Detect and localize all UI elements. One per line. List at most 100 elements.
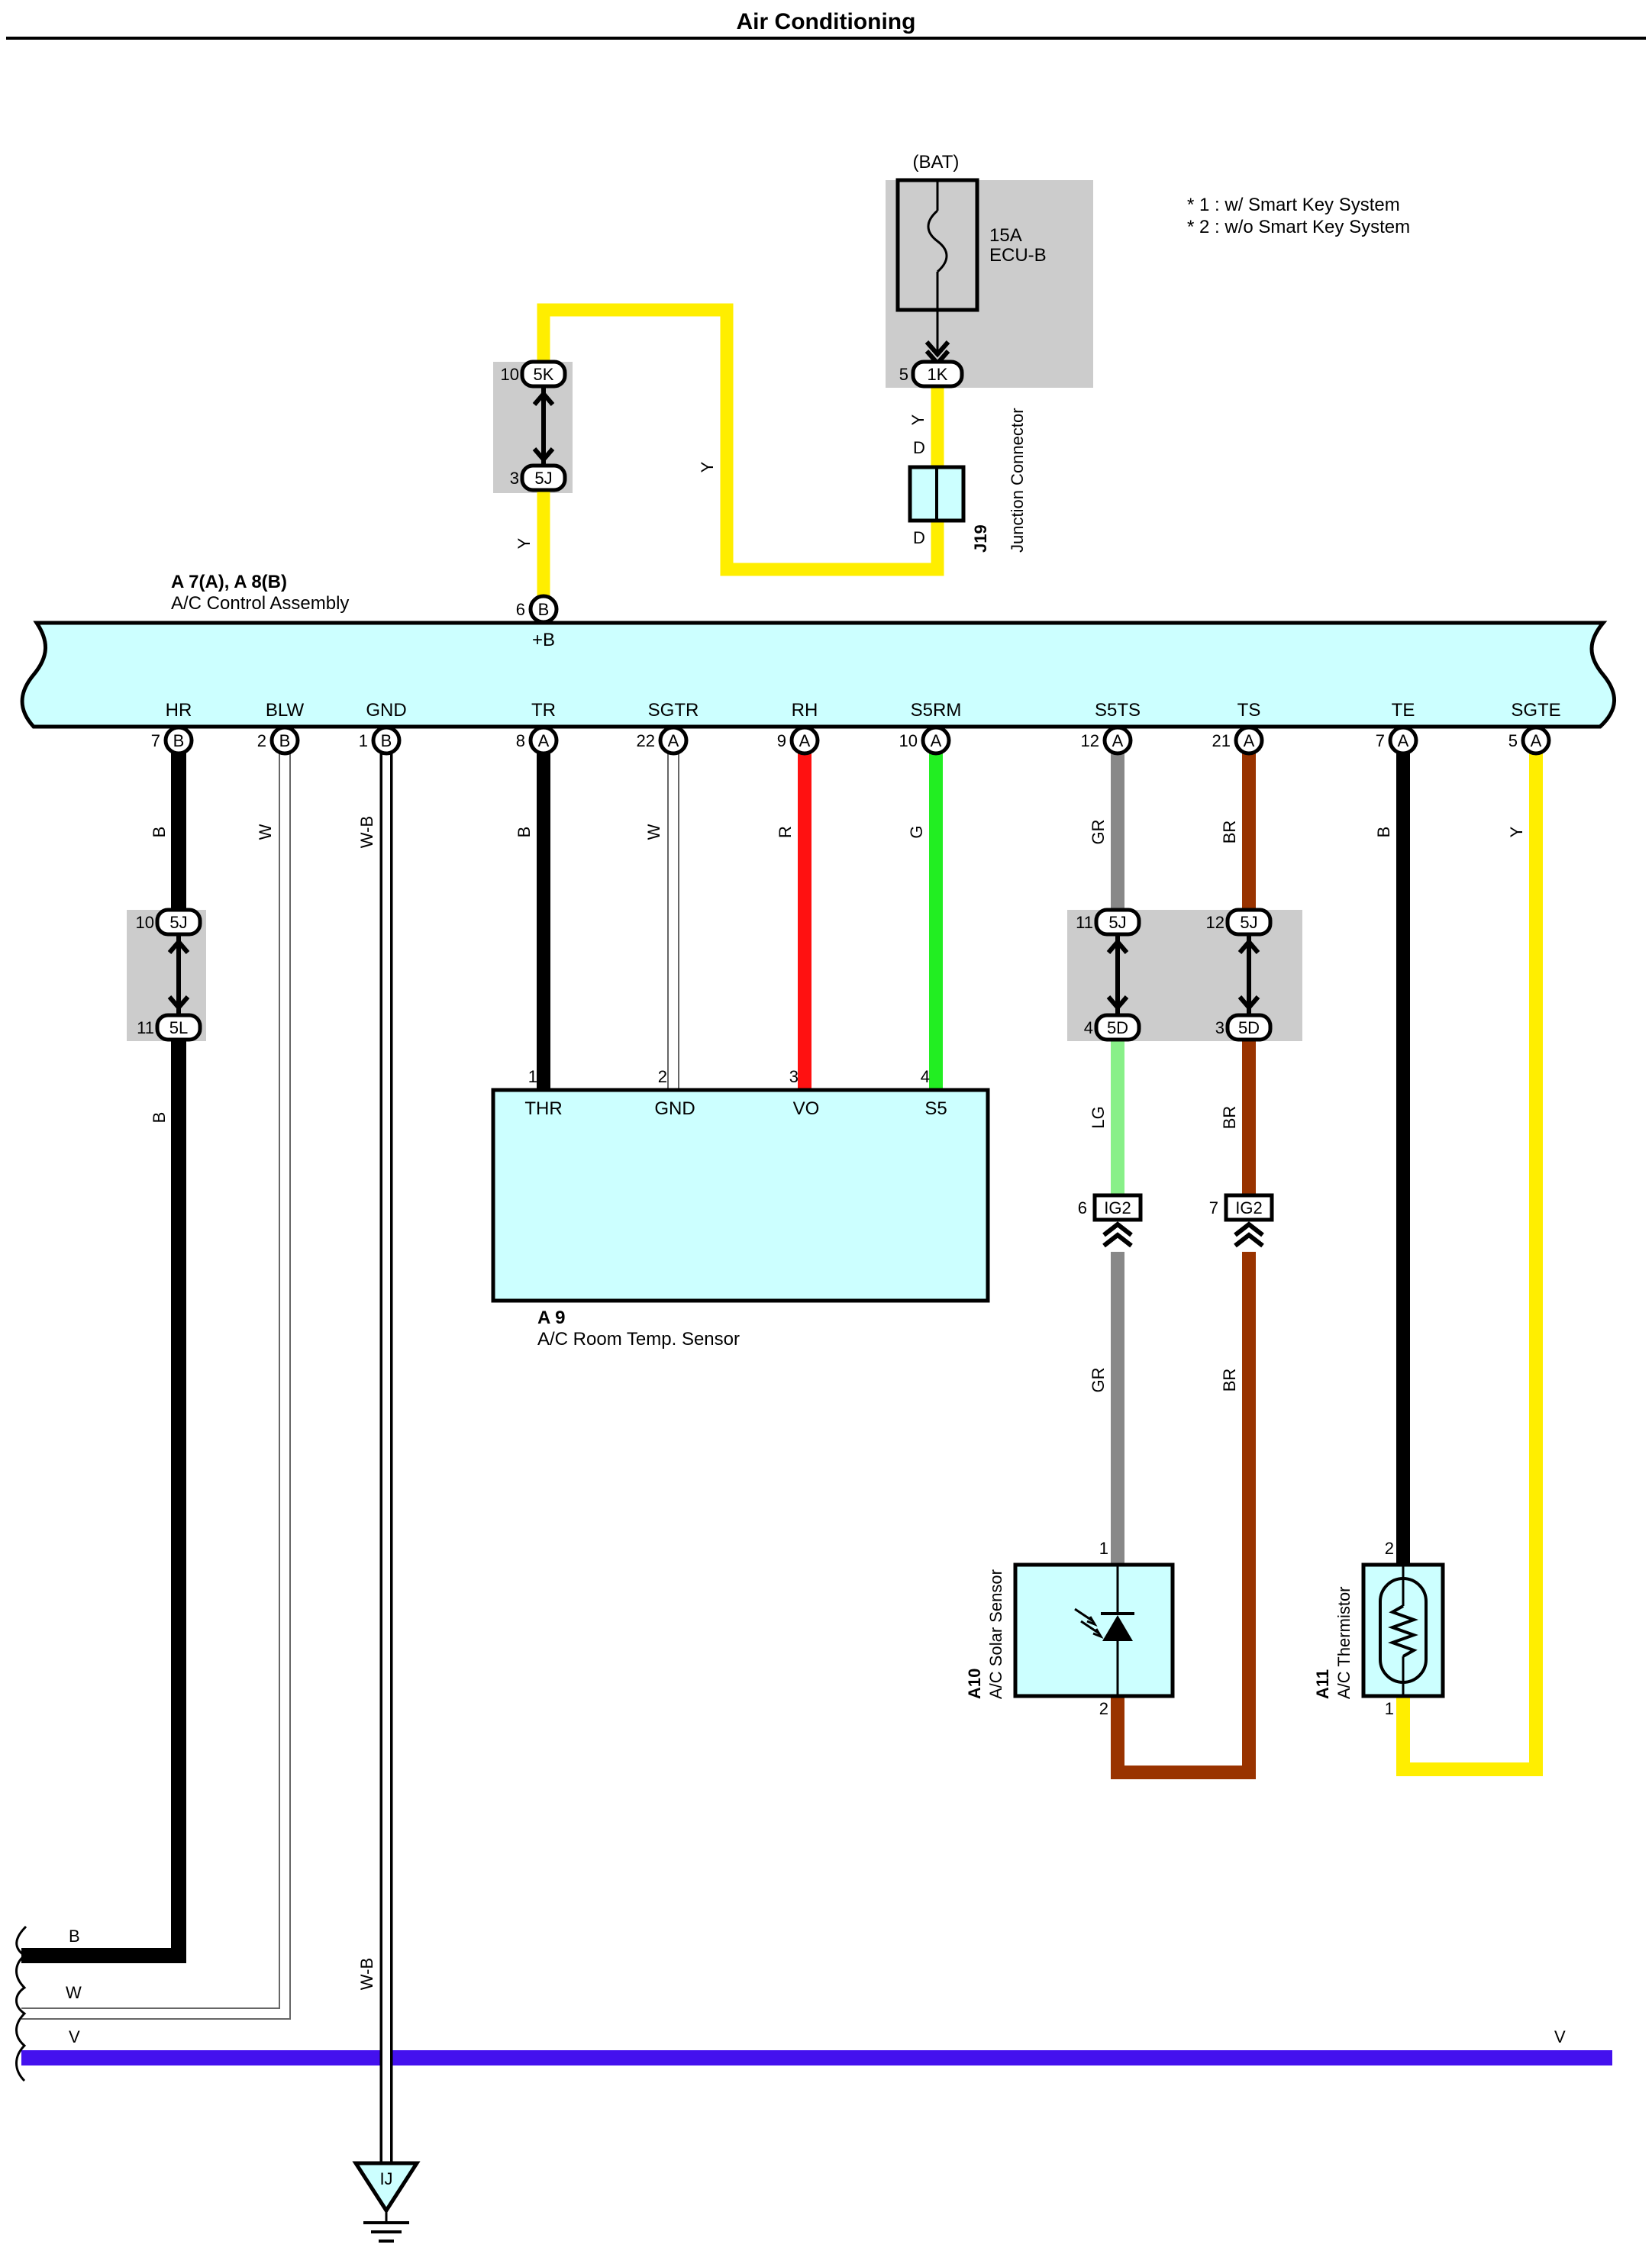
terminal-wire-color: G: [907, 825, 926, 838]
j19-pin-top: D: [913, 438, 925, 457]
terminal-label: GND: [366, 700, 406, 721]
fuse-rating: 15A: [989, 225, 1022, 246]
wire-after-label: BR: [1220, 1369, 1239, 1392]
terminal-wire-color: BR: [1220, 821, 1239, 844]
terminal-connector: [371, 725, 402, 756]
terminal-connector: [1388, 725, 1418, 756]
connector-5l: [155, 1013, 202, 1042]
terminal-connector: [921, 725, 951, 756]
terminal-label: SGTR: [648, 700, 699, 721]
terminal-connector-label: A: [1244, 731, 1255, 750]
ground-triangle: [352, 2161, 421, 2214]
arrow-up-icon: [532, 390, 555, 406]
chevron-up-icon: [1102, 1221, 1133, 1248]
thermistor-pin-top: 2: [1385, 1539, 1394, 1558]
connector-5j-upper: [520, 463, 567, 492]
connector-5j-upper-label: 5J: [534, 469, 552, 488]
terminal-wire-color: B: [1374, 827, 1393, 838]
room-sensor-pin-num: 2: [658, 1067, 667, 1086]
control-terminal-gnd: GND 1 B W-B: [357, 700, 407, 848]
thermistor-name: A/C Thermistor: [1334, 1586, 1354, 1699]
solar-sensor-name: A/C Solar Sensor: [986, 1569, 1005, 1699]
control-terminal-tr: TR 8 A B: [515, 700, 559, 838]
wire-sgte-yellow: [1396, 753, 1543, 1776]
control-terminal-hr: HR 7 B B: [150, 700, 194, 837]
terminal-connector: [528, 725, 559, 756]
splice-wire-below: BR: [1220, 1106, 1239, 1130]
upper-splice-top-pin: 10: [501, 365, 519, 384]
arrow-down-icon: [1237, 995, 1260, 1011]
splice-wire-below: LG: [1089, 1106, 1108, 1128]
wire-y-loop: [537, 303, 944, 576]
terminal-connector-label: B: [279, 731, 291, 750]
arrow-down-icon: [167, 995, 190, 1011]
ig-pin: 7: [1209, 1198, 1218, 1217]
light-rays-icon: [1074, 1608, 1104, 1640]
solar-pin-top: 1: [1099, 1539, 1108, 1558]
room-sensor-name: A/C Room Temp. Sensor: [537, 1329, 740, 1350]
terminal-connector-label: A: [538, 731, 550, 750]
connector-5d-label: 5D: [1238, 1018, 1260, 1037]
terminal-wire-color: B: [515, 827, 534, 838]
room-sensor-pin-num: 3: [789, 1067, 799, 1086]
terminal-connector-label: A: [799, 731, 811, 750]
terminal-pin: 10: [899, 731, 918, 750]
note-2: * 2 : w/o Smart Key System: [1187, 217, 1410, 237]
control-assembly-name: A/C Control Assembly: [171, 593, 349, 614]
connector-5j-hr-label: 5J: [169, 913, 187, 932]
control-terminal-blw: BLW 2 B W: [256, 700, 304, 840]
wire-hr-black-lower: [21, 1037, 186, 1963]
terminal-connector: [789, 725, 820, 756]
connector-5j-label: 5J: [1108, 913, 1126, 932]
fuse-icon: [927, 209, 948, 273]
title-rule: [6, 37, 1646, 40]
connector-1k: [911, 360, 964, 389]
terminal-label: BLW: [266, 700, 305, 721]
photodiode-icon: [1102, 1615, 1133, 1641]
terminal-pin: 22: [637, 731, 655, 750]
room-sensor-pin-num: 1: [528, 1067, 537, 1086]
terminal-label: S5RM: [911, 700, 962, 721]
ts-splice: 12 5J 3 5D BR 7 IG2 BR: [1206, 908, 1274, 1392]
terminal-label: RH: [792, 700, 818, 721]
control-terminal-rh: RH 9 A R: [776, 700, 820, 838]
solar-sensor-id: A10: [965, 1669, 984, 1699]
terminal-connector: [163, 725, 194, 756]
terminal-connector: [1521, 725, 1551, 756]
splice-bottom-pin: 4: [1084, 1018, 1093, 1037]
terminal-wire-color: GR: [1089, 820, 1108, 845]
splice-top-pin: 12: [1206, 913, 1224, 932]
plusb-connector-label: B: [538, 600, 550, 619]
control-terminal-sgtr: SGTR 22 A W: [637, 700, 699, 840]
hr-wire-below: B: [150, 1112, 169, 1124]
connector-ig2: [1092, 1193, 1143, 1222]
chevron-up-icon: [1234, 1221, 1264, 1248]
note-1: * 1 : w/ Smart Key System: [1187, 195, 1400, 215]
terminal-wire-color: R: [776, 826, 795, 838]
wire-blw-white-core: [21, 753, 289, 2018]
room-sensor-id: A 9: [537, 1308, 565, 1328]
connector-5d: [1094, 1013, 1141, 1042]
terminal-connector: [1102, 725, 1133, 756]
terminal-connector-label: A: [1531, 731, 1542, 750]
ig-pin: 6: [1078, 1198, 1087, 1217]
connector-ig2: [1224, 1193, 1274, 1222]
control-terminal-s5rm: S5RM 10 A G: [899, 700, 962, 839]
arrow-down-icon: [532, 447, 555, 463]
connector-5d-label: 5D: [1107, 1018, 1128, 1037]
hr-splice-top-pin: 10: [136, 913, 154, 932]
terminal-label: TE: [1392, 700, 1415, 721]
fuse-supply-label: (BAT): [913, 152, 960, 173]
connector-ig2-label: IG2: [1235, 1198, 1262, 1217]
plusb-pin: 6: [516, 600, 525, 619]
bottom-wire-w-label: W: [66, 1983, 82, 2002]
terminal-connector-label: A: [931, 731, 942, 750]
plusb-connector: [528, 594, 559, 624]
connector-1k-label: 1K: [928, 365, 948, 384]
resistor-icon: [1388, 1604, 1418, 1658]
page-title: Air Conditioning: [737, 9, 916, 34]
terminal-wire-color: W: [256, 824, 275, 840]
terminal-wire-color: W: [644, 824, 663, 840]
arrow-up-icon: [1237, 938, 1260, 954]
terminal-pin: 21: [1212, 731, 1231, 750]
